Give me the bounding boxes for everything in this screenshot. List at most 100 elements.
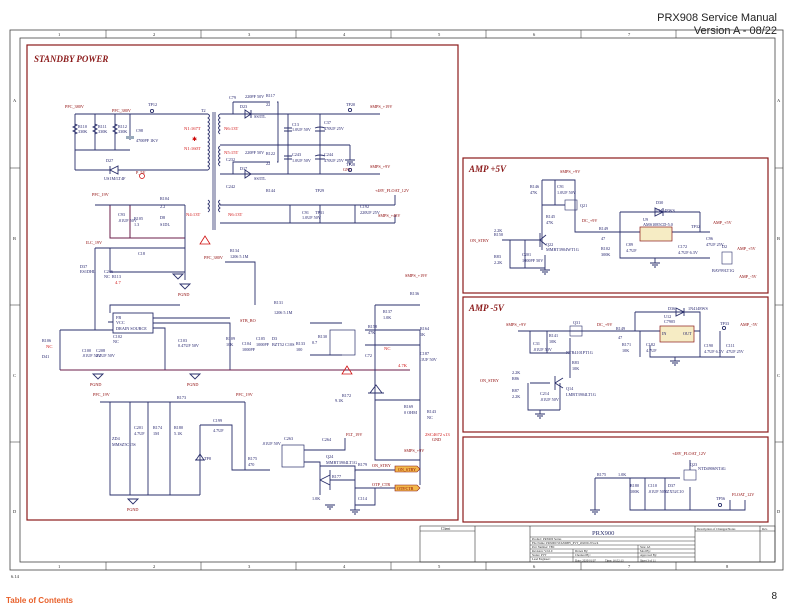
c192-ref: C192: [360, 204, 369, 209]
gnd-label-2: GND: [432, 437, 441, 442]
amp-5-net-smps-9v: SMPS_+9V: [506, 322, 526, 327]
u14-ref: C263: [284, 436, 293, 441]
u14-value: .01UF 50V: [262, 441, 281, 446]
tb-rev-header: Rev.: [762, 527, 768, 531]
r109-ref: C104: [242, 341, 252, 346]
zd4-ref: TP8: [204, 456, 211, 461]
c242-ref: C242: [226, 184, 235, 189]
net-smps-19v: SMPS_+19V: [370, 104, 392, 109]
manual-header: PRX908 Service Manual Version A - 08/22: [657, 12, 777, 38]
r133-ref: R131: [274, 300, 283, 305]
transistor-q14: [554, 376, 564, 390]
c94-value: .01UF 50V: [118, 218, 137, 223]
manual-title: PRX908 Service Manual: [657, 12, 777, 24]
r175-f-ref: R175: [597, 472, 606, 477]
c264-ref: Q24: [326, 454, 334, 459]
r87-value: 2.2K: [512, 394, 520, 399]
float-section-border: [462, 436, 769, 523]
amp-5-net-amp-minus5v: AMP_-5V: [740, 322, 758, 327]
r172-ref: R169: [404, 404, 413, 409]
connector-otp-ctr[interactable]: OTP/CTR: [394, 484, 421, 492]
c214-ref: C214: [540, 391, 550, 396]
r117-value: 22: [266, 102, 270, 107]
c91-value: 1.0UF 50V: [302, 215, 321, 220]
c110-value: .01UF 50V: [648, 489, 667, 494]
optocoupler-u11: [329, 329, 356, 356]
amp5-net-amp-5v-2: AMP_+5V: [737, 246, 756, 251]
r86-ref: R86: [512, 376, 519, 381]
d36-ref: D36: [668, 306, 675, 311]
r137-value: 47K: [368, 330, 375, 335]
grid-row-a: A: [13, 98, 17, 103]
pgnd-label-3: PGND: [90, 382, 101, 387]
tp20-testpoint: [347, 107, 353, 113]
r158-value: 1K: [420, 332, 425, 337]
r171-value: 10K: [622, 348, 629, 353]
c100-value: 2.2UF 50V: [96, 353, 115, 358]
grid-row-b: B: [13, 236, 16, 241]
net-smps-19v-2: SMPS_+19V: [405, 273, 427, 278]
c93-value: 1.3: [134, 222, 139, 227]
r106-ref: D41: [42, 354, 49, 359]
zener-zd4: [195, 453, 205, 461]
d37-f-value: BZX52C10: [664, 489, 684, 494]
tb-sheet: Sheet 3 of 11: [640, 559, 656, 563]
r117-ref: R117: [266, 93, 275, 98]
section-amp-plus5v: AMP +5V SMPS_+9V R146 47K C91 1.0UF 50V …: [462, 157, 769, 294]
amp5-net-smps-9v: SMPS_+9V: [560, 169, 580, 174]
grid-col-5: 5: [438, 32, 441, 37]
mosfet-q23: [683, 469, 697, 481]
net-pfc-380v-3: PFC_380V: [204, 255, 223, 260]
r174-value: 5.1K: [174, 431, 182, 436]
grid-col-3-bottom: 3: [248, 564, 251, 569]
float-gnd-symbol: [590, 509, 600, 515]
r145-value: 47K: [546, 220, 553, 225]
table-of-contents-link[interactable]: Table of Contents: [6, 596, 73, 605]
net-pfc-380v-2: PFC_380V: [112, 108, 131, 113]
grid-col-4: 4: [343, 32, 346, 37]
u12-pin-out: OUT: [683, 331, 692, 336]
u13-ref: R172: [342, 393, 351, 398]
r133-value: 1206 5.1M: [274, 310, 293, 315]
c232-ref: C232: [226, 157, 235, 162]
grid-row-d-right: D: [777, 509, 781, 514]
r104-ref: D8: [160, 215, 165, 220]
connector-on-stby[interactable]: ON_STBY: [394, 465, 421, 473]
gnd-symbols-q24: [325, 504, 360, 515]
r102-value: 300K: [601, 252, 610, 257]
d27-value: US1M/LT4F: [104, 176, 126, 181]
diode-d2: [721, 251, 733, 265]
r179-ref: C114: [358, 496, 368, 501]
c104-value: 1000PF: [256, 342, 270, 347]
c31-ref: C31: [533, 341, 540, 346]
warning-triangle-icon: [199, 235, 211, 245]
r136-value: 1.0K: [383, 315, 391, 320]
c111-value: 47UF 25V: [726, 349, 744, 354]
r180-value: MMSZ5C15S: [112, 442, 136, 447]
t2-winding-1: N1:167T: [184, 126, 201, 131]
t2-ref: T2: [201, 108, 206, 113]
p5v-marker: [139, 173, 145, 179]
c199-value: 4.7UF: [134, 431, 145, 436]
c105-value: BZT52 C10S: [272, 342, 295, 347]
net-smps-9v-2: SMPS_+9V: [404, 448, 424, 453]
c190-ref: C190: [704, 343, 713, 348]
grid-col-2-bottom: 2: [153, 564, 155, 569]
net-pfc-19v-2: PFC_19V: [93, 392, 110, 397]
c18-ref: C246: [104, 269, 113, 274]
c72-nc: NC: [384, 346, 390, 351]
pgnd-label: PGND: [178, 292, 189, 297]
diode-d30: [654, 207, 665, 217]
warning-triangle-icon-2: [341, 365, 353, 375]
tp28-testpoint: [347, 167, 353, 173]
net-otp-ctr: OTP_CTR: [372, 482, 390, 487]
u11-ref: R130: [318, 334, 327, 339]
tb-product: Product: PRX900 Series: [532, 537, 562, 541]
amp5-net-dc-9v: DC_+9V: [582, 218, 597, 223]
page-number: 8: [771, 591, 777, 602]
net-p5v: P_5V: [136, 170, 146, 175]
capacitor-c98: [126, 136, 134, 139]
r122-ref: R122: [266, 151, 275, 156]
r112-label: R112: [118, 124, 127, 129]
c13-ref: C13: [292, 122, 299, 127]
